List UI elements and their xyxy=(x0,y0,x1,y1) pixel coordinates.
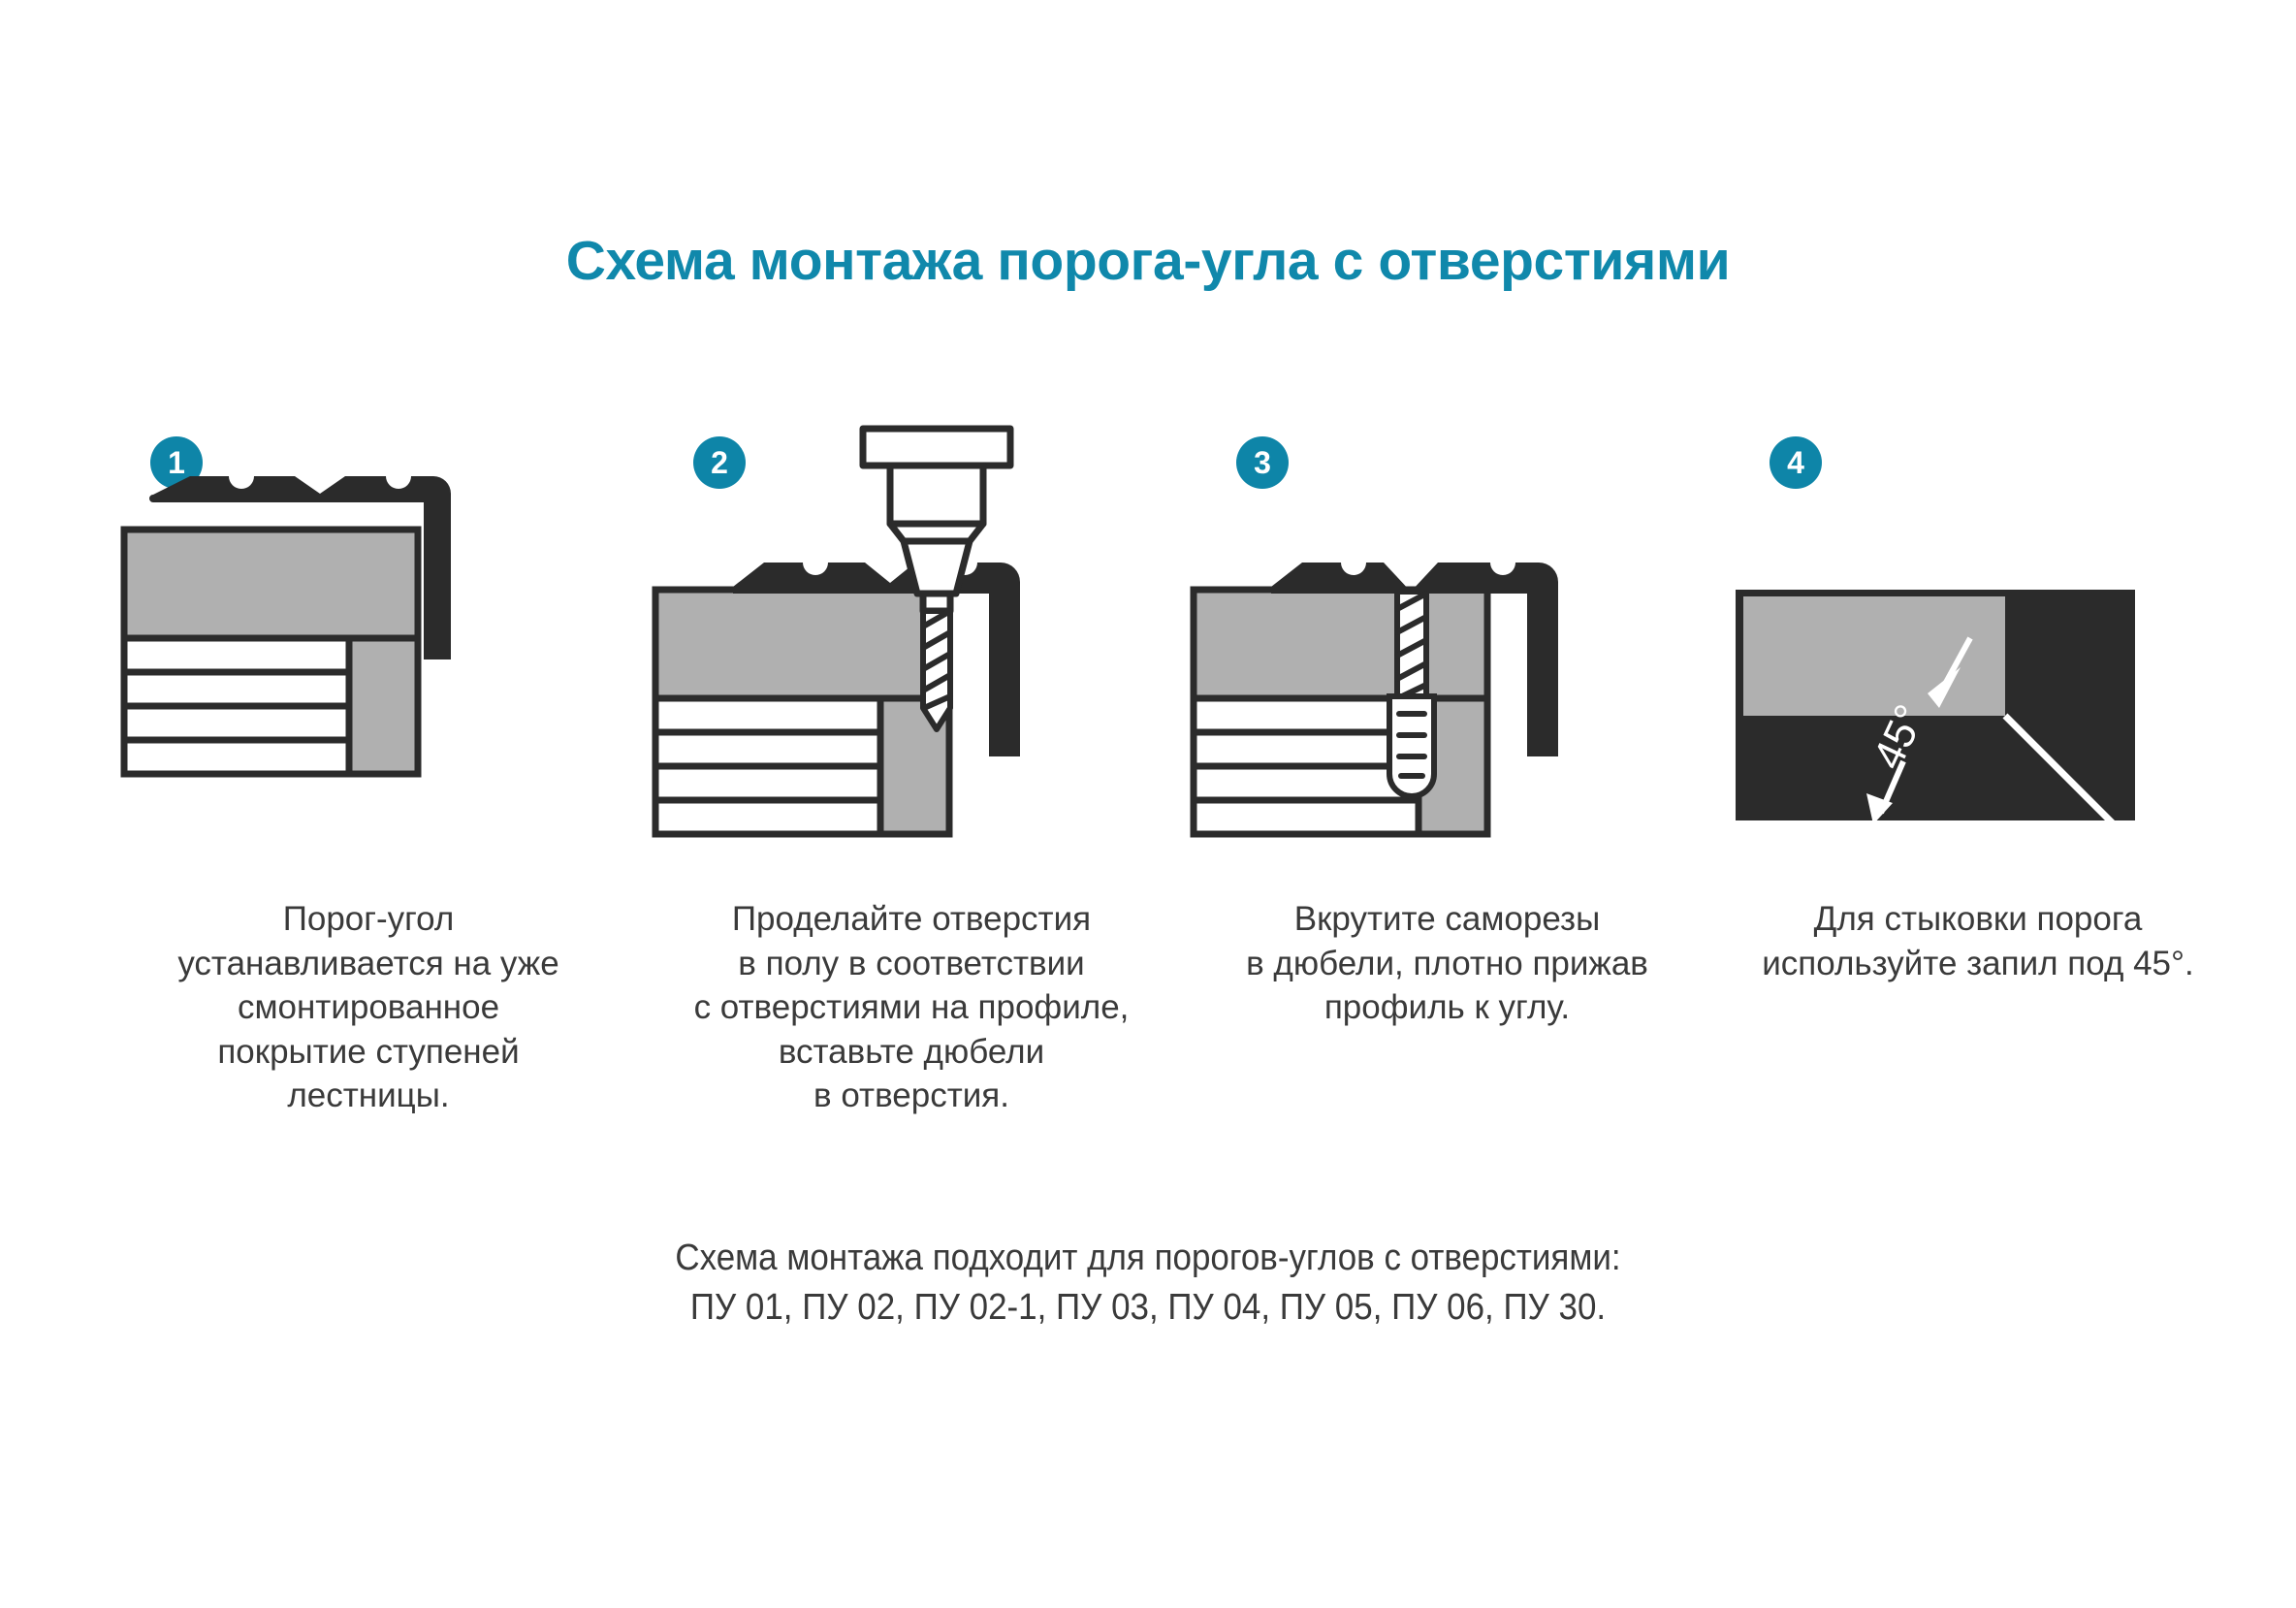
step-1: 1 Порог-угол устанавливается на уже смо xyxy=(97,417,640,1290)
step-4-illustration: 45° xyxy=(1706,417,2249,902)
step-number-badge-2: 2 xyxy=(693,436,746,489)
step-2: 2 xyxy=(640,417,1183,1290)
step-2-illustration xyxy=(640,417,1183,902)
step-4: 4 45° Для стыковки порога использу xyxy=(1706,417,2249,1290)
angle-arrow-upper xyxy=(1928,667,1961,708)
step-2-caption: Проделайте отверстия в полу в соответств… xyxy=(693,900,1130,1114)
stair-block-3 xyxy=(1190,586,1491,838)
drill-tool xyxy=(859,425,1014,615)
step-1-caption: Порог-угол устанавливается на уже смонти… xyxy=(177,900,559,1114)
angle-arrow-lower xyxy=(1866,793,1893,824)
step-3-caption: Вкрутите саморезы в дюбели, плотно прижа… xyxy=(1246,900,1648,1026)
miter-top-surface xyxy=(1743,596,2005,716)
step-number-badge-4: 4 xyxy=(1770,436,1822,489)
step-number-badge-3: 3 xyxy=(1236,436,1289,489)
step-3: 3 xyxy=(1178,417,1721,1290)
angle-profile-3 xyxy=(1271,563,1558,756)
footer-note: Схема монтажа подходит для порогов-углов… xyxy=(675,1238,1621,1328)
angle-profile-1 xyxy=(149,476,451,659)
step-1-illustration xyxy=(97,417,640,902)
drill-bit-flutes xyxy=(920,608,953,711)
stair-block-2 xyxy=(652,586,953,838)
step-4-caption: Для стыковки порога используйте запил по… xyxy=(1762,900,2194,982)
dowel-anchor xyxy=(1387,693,1437,799)
page-title: Схема монтажа порога-угла с отверстиями xyxy=(565,230,1731,292)
miter-cut-line xyxy=(2002,713,2144,854)
angle-profile-2 xyxy=(733,563,1020,756)
screw xyxy=(1394,589,1429,703)
step-number-badge-1: 1 xyxy=(150,436,203,489)
step-3-illustration xyxy=(1178,417,1721,902)
stair-block-1 xyxy=(120,526,422,778)
